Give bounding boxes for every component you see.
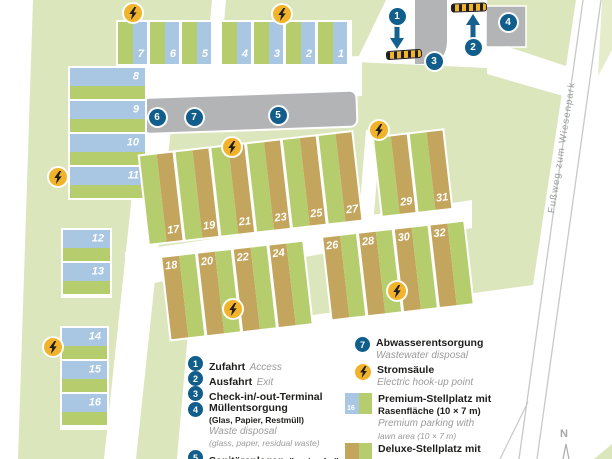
legend-item-deluxe: Deluxe-Stellplatz mit — [345, 443, 481, 459]
pitch-7: 7 — [118, 22, 147, 64]
bolt-icon — [124, 4, 142, 22]
marker-waste: 4 — [499, 13, 517, 31]
pitch-15: 15 — [62, 361, 107, 392]
legend-item-ausfahrt: 2 Ausfahrt Exit — [188, 371, 273, 391]
pitch-6: 6 — [150, 22, 179, 64]
pitch-block-14-16: 14 15 16 — [60, 326, 109, 430]
marker-6: 6 — [148, 108, 166, 126]
bolt-icon — [273, 5, 291, 23]
pitch-17: 17 — [139, 152, 183, 244]
legend-item-sanitaer: 5 Sanitäranlagen (barrierefrei) — [188, 450, 339, 459]
legend-item-abwasser: 7 Abwasserentsorgung Wastewater disposal — [355, 337, 483, 363]
pitch-9: 9 — [70, 101, 145, 132]
pitch-block-top-right: 4 3 2 1 — [220, 20, 352, 66]
pitch-20: 20 — [197, 249, 241, 336]
pitch-4: 4 — [222, 22, 251, 64]
pitch-block-8-11: 8 9 10 11 — [68, 66, 147, 200]
entry-road — [415, 0, 447, 64]
pitch-21: 21 — [211, 144, 255, 236]
pitch-1: 1 — [318, 22, 347, 64]
bolt-icon — [223, 138, 241, 156]
pitch-23: 23 — [247, 140, 290, 232]
bolt-icon — [370, 121, 388, 139]
pitch-block-12-13: 12 13 — [61, 228, 112, 298]
pitch-2: 2 — [286, 22, 315, 64]
pitch-25: 25 — [282, 136, 326, 228]
pitch-10: 10 — [70, 134, 145, 165]
pitch-8: 8 — [70, 68, 145, 99]
pitch-12: 12 — [63, 230, 110, 261]
compass-north-label: N — [560, 428, 568, 440]
pitch-16: 16 — [62, 394, 107, 425]
deluxe-swatch — [345, 443, 372, 459]
marker-wastewater: 7 — [185, 108, 203, 126]
road-to-path — [487, 40, 584, 100]
legend-marker-5: 5 — [188, 450, 203, 459]
pitch-28: 28 — [358, 229, 402, 316]
marker-terminal: 3 — [425, 52, 443, 70]
legend-item-strom: Stromsäule Electric hook-up point — [355, 364, 473, 390]
pitch-13: 13 — [63, 263, 110, 294]
pitch-block-26-32: 26 28 30 32 — [321, 219, 475, 322]
pitch-32: 32 — [430, 221, 473, 308]
compass-star — [562, 443, 570, 459]
pitch-19: 19 — [175, 148, 219, 240]
pitch-14: 14 — [62, 328, 107, 359]
pitch-24: 24 — [269, 241, 312, 328]
exit-arrow-up-icon — [466, 14, 480, 42]
footpath-line-right — [536, 0, 602, 459]
pitch-27: 27 — [318, 132, 362, 224]
exit-barrier — [450, 2, 488, 13]
legend-marker-2: 2 — [188, 371, 203, 386]
legend-marker-1: 1 — [188, 356, 203, 371]
marker-entry: 1 — [388, 7, 406, 25]
marker-sanitary: 5 — [269, 106, 287, 124]
bolt-icon — [49, 168, 67, 186]
bolt-icon — [44, 338, 62, 356]
pitch-11: 11 — [70, 167, 145, 198]
legend-item-terminal: 3 Check-in/-out-Terminal — [188, 386, 323, 406]
legend-marker-4: 4 — [188, 402, 203, 417]
pitch-block-18-24: 18 20 22 24 — [160, 239, 314, 342]
pitch-block-29-31: 29 31 — [371, 128, 454, 218]
pitch-18: 18 — [162, 254, 205, 340]
legend-marker-7: 7 — [355, 337, 370, 352]
legend-item-premium: 16 Premium-Stellplatz mit Rasenfläche (1… — [345, 393, 492, 441]
footpath-line-left — [518, 0, 584, 459]
marker-exit: 2 — [464, 38, 482, 56]
pitch-26: 26 — [323, 234, 366, 320]
premium-swatch: 16 — [345, 393, 372, 414]
wiesenpark-area — [598, 0, 612, 76]
pitch-5: 5 — [182, 22, 211, 64]
pitch-29: 29 — [373, 134, 416, 216]
pitch-31: 31 — [409, 130, 452, 212]
legend-item-muell: 4 Müllentsorgung (Glas, Papier, Restmüll… — [188, 402, 320, 449]
legend-item-zufahrt: 1 Zufahrt Access — [188, 356, 282, 376]
legend-marker-3: 3 — [188, 386, 203, 401]
footpath-branch — [499, 401, 529, 459]
green-corner — [594, 444, 612, 459]
bolt-icon — [224, 300, 242, 318]
pitch-22: 22 — [233, 245, 276, 332]
entry-arrow-down-icon — [390, 26, 404, 49]
bolt-icon — [388, 282, 406, 300]
bolt-icon — [355, 364, 371, 380]
sanitary-building — [141, 89, 359, 135]
pitch-block-top-left: 7 6 5 — [116, 20, 215, 66]
pitch-3: 3 — [254, 22, 283, 64]
